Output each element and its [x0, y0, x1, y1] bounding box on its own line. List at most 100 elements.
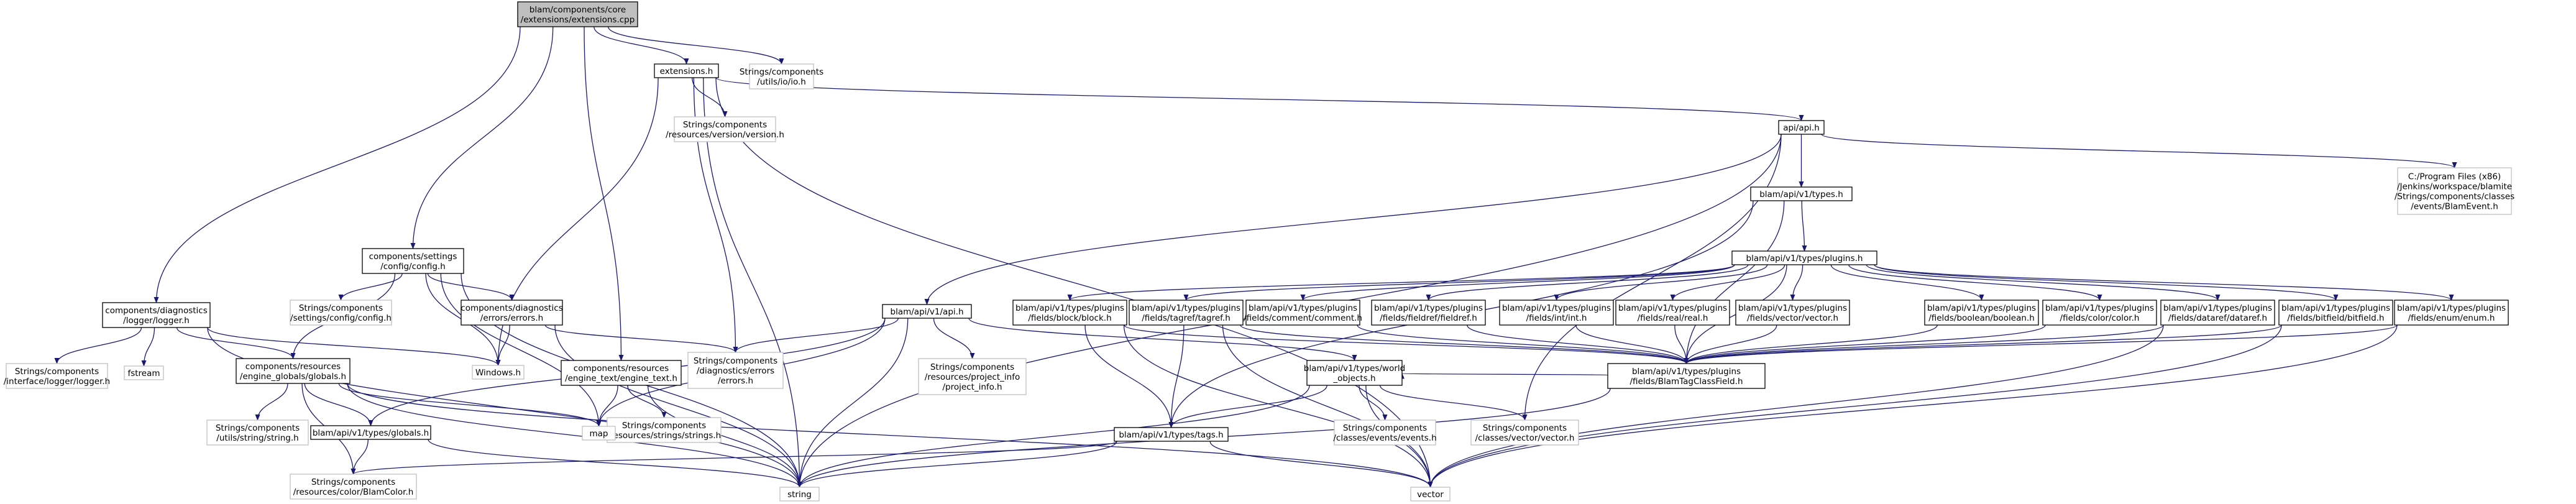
node-box [517, 1, 638, 27]
edge-plugins_h-to-p_bitfield [1874, 264, 2339, 301]
edge-diag_errors-to-string [554, 324, 802, 488]
edge-ext_h-to-vector [715, 77, 1433, 488]
edge-p_bitfield-to-vector [1428, 324, 2282, 488]
node-label: Strings/components [622, 421, 706, 431]
node-label: /resources/color/BlamColor.h [293, 487, 414, 497]
node-api-api-h[interactable]: api/api.h [1778, 120, 1825, 135]
edge-p_tagref-to-vector [1222, 324, 1433, 488]
node-label: components/diagnostics [105, 306, 207, 316]
node-label: blam/api/v1/types.h [1759, 190, 1843, 199]
node-box [882, 304, 972, 319]
node-label: Strings/components [1343, 423, 1427, 433]
node-label: /diagnostics/errors [697, 366, 774, 376]
node-box [1470, 419, 1579, 446]
node-components-diagnostics-errors-errors-h[interactable]: components/diagnostics/errors/errors.h [461, 300, 563, 326]
node-box [1615, 300, 1730, 326]
node-label: components/resources [574, 364, 669, 373]
node-blam-api-v1-types-h[interactable]: blam/api/v1/types.h [1750, 186, 1853, 201]
node-blam-api-v1-types-world-objects-h[interactable]: blam/api/v1/types/world_objects.h [1304, 360, 1405, 386]
node-label: Strings/components [694, 356, 777, 366]
node-label: blam/api/v1/types/plugins [2045, 303, 2154, 313]
node-label: /logger/logger.h [123, 316, 190, 326]
edge-world-to-s_events [1359, 385, 1388, 421]
node-blam-api-v1-types-plugins-fields-tagref-tagref-h[interactable]: blam/api/v1/types/plugins/fields/tagref/… [1129, 300, 1244, 326]
edge-p_bitfield-to-tagclassfield [1684, 324, 2282, 364]
node-blam-api-v1-types-plugins-fields-enum-enum-h[interactable]: blam/api/v1/types/plugins/fields/enum/en… [2394, 300, 2509, 326]
node-label: /fields/real/real.h [1638, 313, 1708, 323]
node-label: C:/Program Files (x86) [2408, 172, 2501, 182]
nodes-layer: blam/components/core/extensions/extensio… [4, 1, 2514, 502]
node-strings-components-resources-project-info-project-info-h: Strings/components/resources/project_inf… [918, 358, 1027, 395]
node-strings-components-classes-vector-vector-h: Strings/components/classes/vector/vector… [1470, 419, 1579, 446]
edge-api_v1-to-s_projinfo [933, 318, 975, 359]
node-strings-components-interface-logger-logger-h: Strings/components/interface/logger/logg… [4, 363, 110, 389]
node-box [290, 474, 417, 500]
edge-plugins_h-to-p_color [1848, 264, 2102, 301]
edge-plugins_h-to-p_dataref [1866, 264, 2221, 301]
node-label: blam/api/v1/types/globals.h [313, 428, 429, 438]
edge-types_h-to-tagclassfield [1684, 200, 1785, 364]
edge-plugins_h-to-p_block [1067, 264, 1735, 301]
node-box [1924, 300, 2039, 326]
node-box [124, 365, 164, 380]
node-blam-api-v1-types-plugins-fields-color-color-h[interactable]: blam/api/v1/types/plugins/fields/color/c… [2042, 300, 2157, 326]
node-strings-components-settings-config-config-h: Strings/components/settings/config/confi… [290, 300, 392, 326]
node-blam-components-core-extensions-extensions-cpp[interactable]: blam/components/core/extensions/extensio… [517, 1, 638, 27]
node-box [1245, 300, 1360, 326]
node-blam-api-v1-types-globals-h[interactable]: blam/api/v1/types/globals.h [310, 425, 431, 440]
node-label: Strings/components [930, 362, 1014, 372]
node-box [2394, 300, 2509, 326]
node-box [1371, 300, 1486, 326]
node-strings-components-classes-events-events-h: Strings/components/classes/events/events… [1333, 419, 1437, 446]
node-blam-api-v1-types-plugins-fields-real-real-h[interactable]: blam/api/v1/types/plugins/fields/real/re… [1615, 300, 1730, 326]
node-blam-api-v1-types-plugins-fields-blamtagclassfield-h[interactable]: blam/api/v1/types/plugins/fields/BlamTag… [1607, 363, 1766, 389]
node-box [1012, 300, 1127, 326]
node-label: /fields/boolean/boolean.h [1928, 313, 2035, 323]
node-blam-api-v1-types-plugins-fields-bitfield-bitfield-h[interactable]: blam/api/v1/types/plugins/fields/bitfiel… [2278, 300, 2393, 326]
node-blam-api-v1-types-plugins-fields-boolean-boolean-h[interactable]: blam/api/v1/types/plugins/fields/boolean… [1924, 300, 2039, 326]
edge-p_color-to-tagclassfield [1684, 324, 2046, 364]
node-label: /fields/tagref/tagref.h [1142, 313, 1231, 323]
edge-p_block-to-tags_h [1084, 324, 1174, 428]
edge-api_v1-to-world [968, 318, 1357, 361]
node-label: Strings/components [311, 477, 395, 487]
node-box [290, 300, 392, 326]
edge-api_v1-to-diag_errors_ext [733, 318, 899, 353]
node-blam-api-v1-api-h[interactable]: blam/api/v1/api.h [882, 304, 972, 319]
node-blam-api-v1-types-tags-h[interactable]: blam/api/v1/types/tags.h [1114, 427, 1229, 442]
node-label: blam/api/v1/types/plugins [1132, 303, 1240, 313]
node-components-resources-engine-globals-globals-h[interactable]: components/resources/engine_globals/glob… [236, 358, 351, 384]
node-box [6, 363, 108, 389]
node-label: /fields/color/color.h [2060, 313, 2140, 323]
node-components-settings-config-config-h[interactable]: components/settings/config/config.h [362, 248, 464, 274]
node-label: /Strings/components/classes [2395, 192, 2514, 202]
node-blam-api-v1-types-plugins-fields-fieldref-fieldref-h[interactable]: blam/api/v1/types/plugins/fields/fieldre… [1371, 300, 1486, 326]
edge-ext_h-to-string [703, 77, 802, 488]
node-blam-api-v1-types-plugins-fields-vector-vector-h[interactable]: blam/api/v1/types/plugins/fields/vector/… [1735, 300, 1850, 326]
node-label: Strings/components [1483, 423, 1567, 433]
edge-plugins_h-to-p_enum [1874, 264, 2454, 301]
edge-settings_cfg-to-map [440, 273, 602, 427]
edge-p_fieldref-to-tagclassfield [1467, 324, 1689, 364]
edge-plugins_h-to-p_boolean [1830, 264, 1984, 301]
node-windows-h: Windows.h [472, 365, 525, 380]
node-label: /fields/block/block.h [1028, 313, 1111, 323]
node-blam-api-v1-types-plugins-fields-dataref-dataref-h[interactable]: blam/api/v1/types/plugins/fields/dataref… [2160, 300, 2275, 326]
edge-api_h-to-api_v1 [924, 134, 1782, 305]
node-components-resources-engine-text-engine-text-h[interactable]: components/resources/engine_text/engine_… [561, 360, 682, 386]
node-components-diagnostics-logger-logger-h[interactable]: components/diagnostics/logger/logger.h [102, 302, 211, 328]
node-box [2160, 300, 2275, 326]
node-label: blam/api/v1/types/plugins [1015, 303, 1124, 313]
edge-p_enum-to-tagclassfield [1684, 324, 2398, 364]
node-blam-api-v1-types-plugins-fields-comment-comment-h[interactable]: blam/api/v1/types/plugins/fields/comment… [1244, 300, 1362, 326]
edge-types_h-to-plugins_h [1801, 200, 1807, 252]
edge-plugins_h-to-p_comment [1300, 264, 1735, 301]
node-blam-api-v1-types-plugins-fields-block-block-h[interactable]: blam/api/v1/types/plugins/fields/block/b… [1012, 300, 1127, 326]
node-label: blam/api/v1/types/plugins [1632, 367, 1741, 377]
node-blam-api-v1-types-plugins-fields-int-int-h[interactable]: blam/api/v1/types/plugins/fields/int/int… [1499, 300, 1614, 326]
node-label: api/api.h [1783, 123, 1820, 133]
node-extensions-h[interactable]: extensions.h [654, 63, 719, 78]
node-blam-api-v1-types-plugins-h[interactable]: blam/api/v1/types/plugins.h [1731, 250, 1877, 265]
node-label: /utils/io/io.h [757, 77, 806, 87]
